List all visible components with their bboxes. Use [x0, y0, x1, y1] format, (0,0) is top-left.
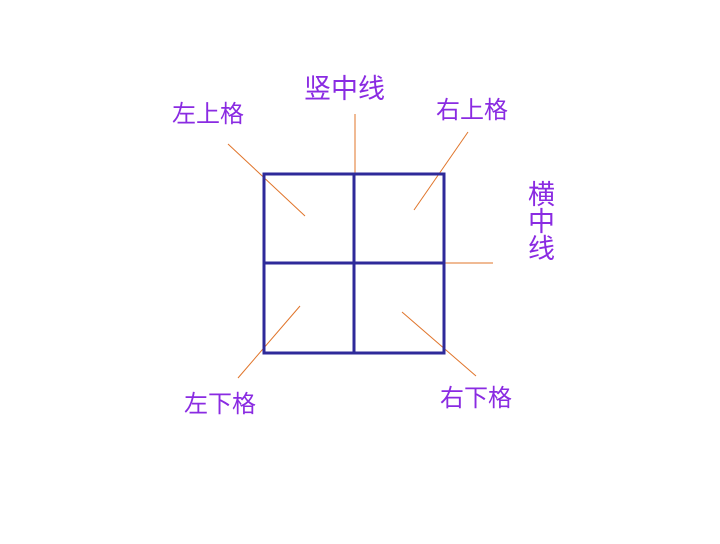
pointer-top-right	[413, 131, 469, 211]
label-top-left-cell: 左上格	[172, 100, 244, 128]
pointer-top-left	[227, 143, 306, 217]
label-horizontal-center-line: 横中线	[523, 180, 554, 261]
label-vertical-center-line: 竖中线	[304, 74, 385, 105]
label-top-right-cell: 右上格	[436, 96, 508, 124]
label-bottom-left-cell: 左下格	[184, 390, 256, 418]
pointer-bottom-right	[401, 311, 477, 377]
pointer-bottom-left	[237, 305, 301, 379]
label-bottom-right-cell: 右下格	[440, 384, 512, 412]
